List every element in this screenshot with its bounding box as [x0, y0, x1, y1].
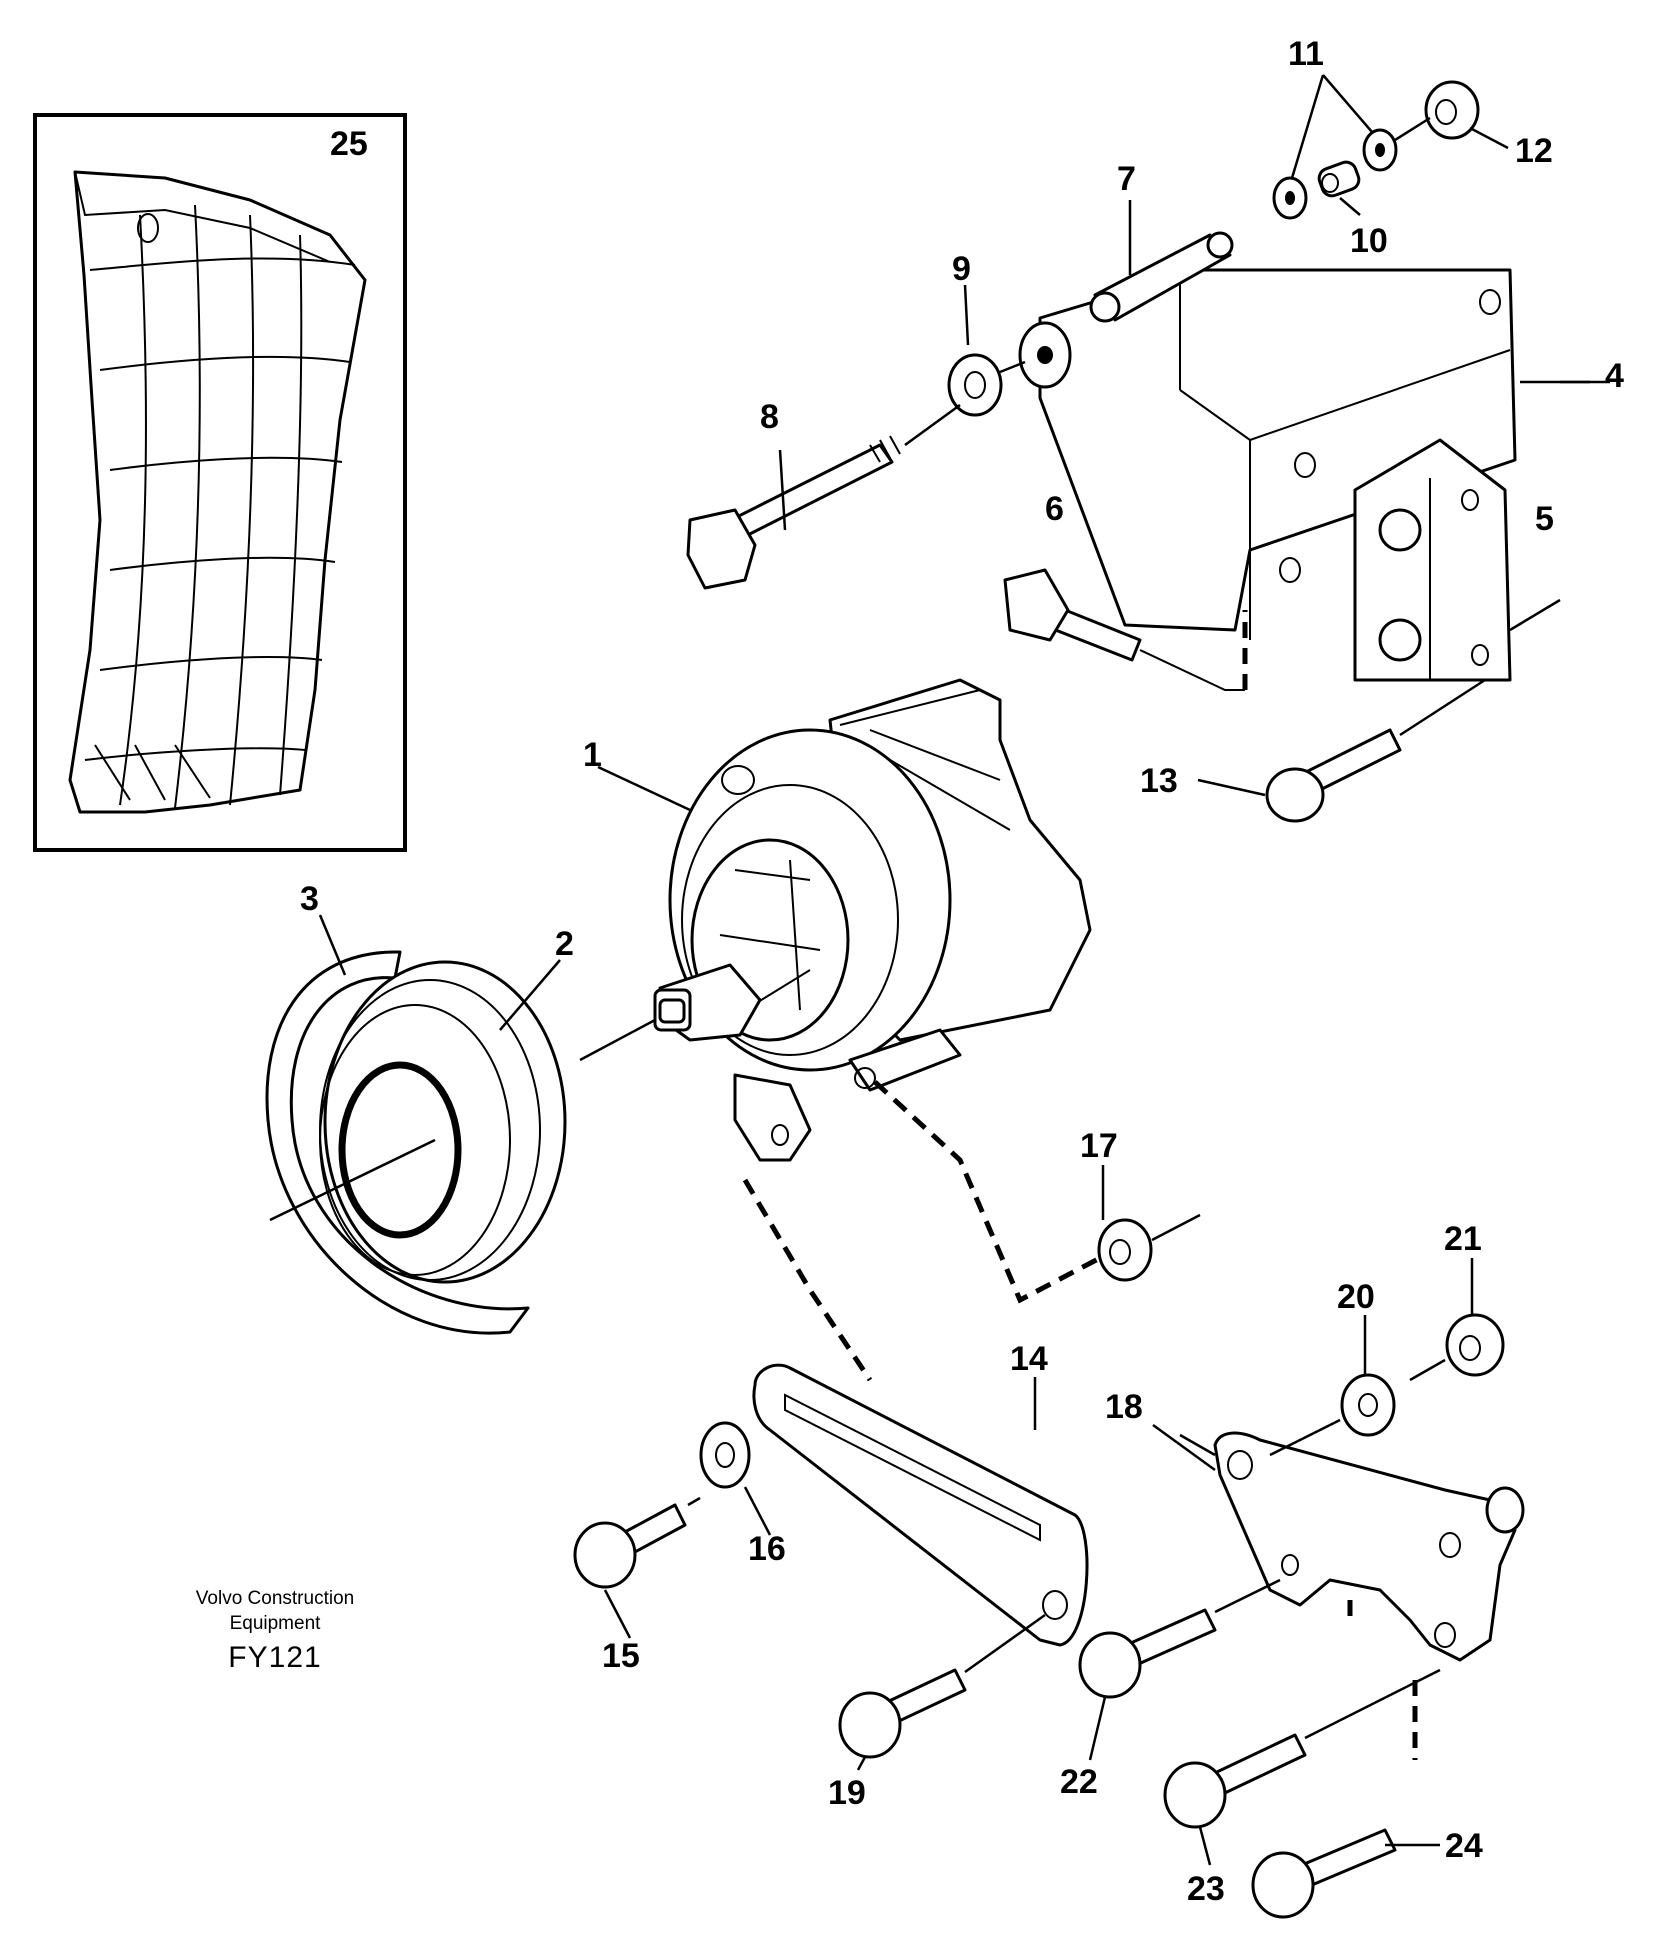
callout-25: 25	[330, 125, 368, 163]
leader-lines	[318, 74, 1590, 1866]
washer-part-11b	[1362, 128, 1398, 172]
callout-3: 3	[300, 880, 319, 918]
bolt-part-22	[1078, 1578, 1281, 1699]
flange-nut-part-21	[1409, 1313, 1505, 1382]
diagram-code: FY121	[228, 1641, 321, 1674]
bolt-part-6	[1003, 568, 1248, 691]
callout-5: 5	[1535, 500, 1554, 538]
callout-9: 9	[952, 250, 971, 288]
inset-grille-panel	[33, 113, 407, 852]
callout-12: 12	[1515, 132, 1553, 170]
flange-nut-part-17	[873, 1080, 1201, 1304]
callout-23: 23	[1187, 1870, 1225, 1908]
callout-24: 24	[1445, 1827, 1483, 1865]
bolt-part-13	[1265, 678, 1486, 823]
callout-labels: 25 1 2 3 4 5 6 7 8 9 10 11 12 13 14 15 1…	[300, 35, 1624, 1908]
grille-guard-part-25	[68, 170, 367, 814]
washer-part-16	[699, 1421, 751, 1489]
caption-company-line2: Equipment	[230, 1613, 322, 1634]
bolt-part-15	[573, 1496, 701, 1589]
caption-company: Volvo Construction	[196, 1588, 354, 1609]
callout-7: 7	[1117, 160, 1136, 198]
callout-1: 1	[583, 736, 602, 774]
washer-part-9	[947, 353, 1026, 417]
caption: Volvo Construction Equipment FY121	[196, 1588, 354, 1674]
washer-part-20	[1269, 1373, 1396, 1457]
callout-11: 11	[1288, 35, 1324, 73]
alternator-part-1	[579, 678, 1092, 1162]
bolt-part-8	[686, 403, 961, 590]
callout-19: 19	[828, 1774, 866, 1812]
callout-6: 6	[1045, 490, 1064, 528]
callout-21: 21	[1444, 1220, 1482, 1258]
pulley-part-2	[269, 960, 567, 1284]
bolt-part-19	[838, 1613, 1046, 1759]
tension-arm-part-14	[742, 1178, 1089, 1647]
bracket-part-18	[1179, 1431, 1525, 1760]
callout-20: 20	[1337, 1278, 1375, 1316]
callout-10: 10	[1350, 222, 1388, 260]
mounting-bracket-part-4	[1018, 268, 1610, 640]
bolt-part-23	[1163, 1668, 1441, 1829]
bolt-part-24	[1251, 1828, 1397, 1919]
callout-15: 15	[602, 1637, 640, 1675]
callout-13: 13	[1140, 762, 1178, 800]
callout-2: 2	[555, 925, 574, 963]
callout-17: 17	[1080, 1127, 1118, 1165]
callout-22: 22	[1060, 1763, 1098, 1801]
callout-8: 8	[760, 398, 779, 436]
sleeve-part-7	[1089, 231, 1234, 323]
flange-nut-part-12	[1394, 80, 1480, 142]
spacer-part-10	[1317, 160, 1361, 198]
mounting-plate-part-5	[1353, 438, 1561, 682]
v-belt-part-3	[265, 950, 530, 1335]
callout-16: 16	[748, 1530, 786, 1568]
callout-4: 4	[1605, 357, 1624, 395]
callout-14: 14	[1010, 1340, 1048, 1378]
washer-part-11a	[1272, 176, 1308, 220]
callout-18: 18	[1105, 1388, 1143, 1426]
